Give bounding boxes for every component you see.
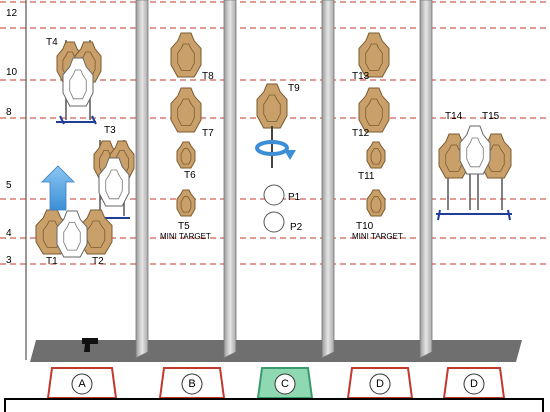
target-t6: [176, 141, 196, 169]
label-t8: T8: [202, 71, 214, 82]
yardage-label-4: 4: [6, 228, 12, 239]
barriers: [135, 0, 433, 359]
targets: [35, 32, 512, 258]
barrier-4: [419, 0, 433, 359]
label-t5: T5: [178, 221, 190, 232]
yardage-label-10: 10: [6, 67, 18, 78]
label-p2: P2: [290, 222, 303, 233]
label-p1: P1: [288, 192, 301, 203]
target-t7: [170, 87, 202, 133]
stage-notes-box: [4, 398, 544, 412]
label-t3: T3: [104, 125, 116, 136]
fault-line-floor: [30, 340, 522, 362]
barrier-3: [321, 0, 335, 359]
label-t12: T12: [352, 128, 370, 139]
target-t4: [62, 57, 94, 107]
target-t11: [366, 141, 386, 169]
mini-target-label-right: MINI TARGET: [352, 232, 403, 241]
label-t10: T10: [356, 221, 374, 232]
barrier-1: [135, 0, 149, 359]
target-t1t2-nt: [56, 210, 88, 258]
label-t11: T11: [358, 171, 375, 182]
label-t15: T15: [482, 111, 500, 122]
popper-p2: [263, 211, 285, 233]
forward-arrow-icon: [41, 165, 75, 211]
label-t4: T4: [46, 37, 58, 48]
label-t2: T2: [92, 256, 104, 267]
target-t8: [170, 32, 202, 78]
target-t13: [358, 32, 390, 78]
popper-p1: [263, 184, 285, 206]
yardage-label-5: 5: [6, 180, 12, 191]
gun-icon: [82, 338, 98, 352]
box-letter-b: B: [188, 378, 196, 390]
target-t9: [256, 83, 288, 129]
label-t13: T13: [352, 71, 370, 82]
box-letter-d2: D: [470, 378, 478, 390]
mini-target-label-left: MINI TARGET: [160, 232, 211, 241]
yardage-label-12: 12: [6, 8, 18, 19]
target-t14t15-nt: [459, 125, 491, 175]
target-t3: [98, 157, 130, 207]
yardage-label-8: 8: [6, 107, 12, 118]
rotation-arrow-icon: [255, 126, 296, 168]
target-t10: [366, 189, 386, 217]
label-t9: T9: [288, 83, 300, 94]
yardage-label-3: 3: [6, 255, 12, 266]
target-t5: [176, 189, 196, 217]
box-letter-d1: D: [376, 378, 384, 390]
barrier-2: [223, 0, 237, 359]
target-t12: [358, 87, 390, 133]
label-t6: T6: [184, 170, 196, 181]
label-t7: T7: [202, 128, 214, 139]
box-letter-c: C: [281, 378, 289, 390]
box-letter-a: A: [78, 378, 86, 390]
label-t14: T14: [445, 111, 463, 122]
label-t1: T1: [46, 256, 58, 267]
